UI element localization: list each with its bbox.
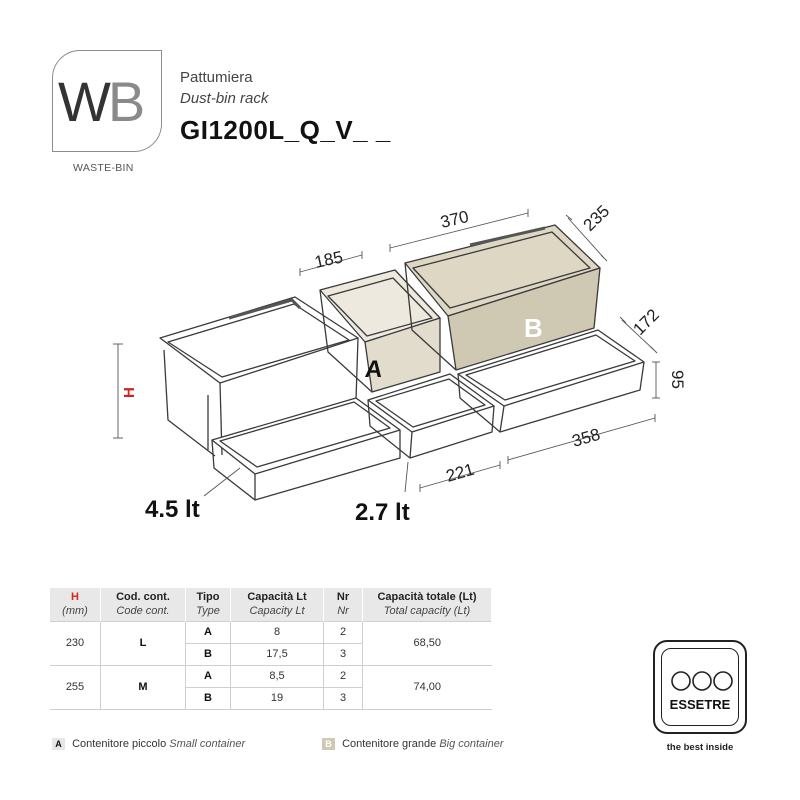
tray-right bbox=[457, 329, 645, 433]
cell-h: 230 bbox=[50, 620, 101, 666]
cell-type: B bbox=[185, 643, 231, 666]
dim-h: H bbox=[121, 387, 138, 398]
cell-nr: 3 bbox=[323, 687, 363, 710]
essetre-name: ESSETRE bbox=[669, 697, 731, 712]
dim-172: 172 bbox=[629, 305, 662, 338]
dim-358: 358 bbox=[570, 425, 603, 451]
legend-label-b-en: Big container bbox=[439, 738, 504, 750]
table-row: B 19 3 bbox=[50, 687, 492, 710]
cell-type: A bbox=[185, 665, 231, 688]
cell-capacity: 19 bbox=[230, 687, 324, 710]
cell-capacity: 8 bbox=[230, 620, 324, 644]
container-a bbox=[319, 269, 441, 393]
container-a-label: A bbox=[364, 356, 384, 383]
legend-badge-b: B bbox=[322, 738, 335, 751]
product-name-it: Pattumiera bbox=[180, 69, 253, 86]
essetre-circles-icon bbox=[671, 671, 733, 691]
cell-nr: 2 bbox=[323, 665, 363, 688]
product-code: GI1200L_Q_V_ _ bbox=[180, 115, 391, 145]
legend-label-a-en: Small container bbox=[169, 738, 246, 750]
essetre-logo: ESSETRE bbox=[653, 640, 747, 734]
container-b-label: B bbox=[524, 313, 543, 343]
table-row: 255 M A 8,5 2 74,00 bbox=[50, 665, 492, 710]
container-b-front bbox=[447, 267, 601, 371]
cell-type: B bbox=[185, 687, 231, 710]
dim-95: 95 bbox=[668, 370, 687, 389]
legend-badge-a: A bbox=[52, 738, 65, 751]
container-b bbox=[404, 224, 601, 371]
table-row: 230 L A 8 2 68,50 bbox=[50, 620, 492, 666]
cell-total: 68,50 bbox=[362, 620, 492, 666]
col-total: Capacità totale (Lt)Total capacity (Lt) bbox=[362, 588, 492, 621]
legend-container-a: A Contenitore piccolo Small container bbox=[52, 738, 246, 751]
cell-nr: 3 bbox=[323, 643, 363, 666]
volume-middle-tray: 2.7 lt bbox=[355, 499, 410, 526]
dim-221: 221 bbox=[444, 460, 477, 486]
legend-container-b: B Contenitore grande Big container bbox=[322, 738, 504, 751]
cell-capacity: 8,5 bbox=[230, 665, 324, 688]
cell-nr: 2 bbox=[323, 620, 363, 644]
product-drawing: 370 235 185 172 95 358 221 H A B 4.5 lt … bbox=[113, 201, 687, 526]
container-a-front bbox=[364, 317, 441, 393]
logo-caption: WASTE-BIN bbox=[73, 162, 134, 174]
tray-middle bbox=[367, 373, 495, 459]
col-h: H(mm) bbox=[50, 588, 101, 621]
logo-frame bbox=[52, 50, 162, 152]
volume-small-tray: 4.5 lt bbox=[145, 496, 200, 523]
dim-235: 235 bbox=[580, 201, 614, 234]
cell-capacity: 17,5 bbox=[230, 643, 324, 666]
product-name-en: Dust-bin rack bbox=[180, 90, 269, 107]
table-row: B 17,5 3 bbox=[50, 643, 492, 666]
essetre-tagline: the best inside bbox=[666, 742, 734, 753]
legend-label-b: Contenitore grande bbox=[342, 738, 437, 750]
legend-label-a: Contenitore piccolo bbox=[72, 738, 167, 750]
dim-185: 185 bbox=[313, 247, 345, 271]
essetre-logo-inner bbox=[661, 648, 739, 726]
dim-370: 370 bbox=[439, 207, 471, 232]
cell-code: L bbox=[100, 620, 186, 666]
large-bin-left bbox=[159, 296, 359, 457]
cell-code: M bbox=[100, 665, 186, 710]
cell-h: 255 bbox=[50, 665, 101, 710]
tray-front-left bbox=[211, 397, 401, 501]
cell-total: 74,00 bbox=[362, 665, 492, 710]
col-code: Cod. cont.Code cont. bbox=[100, 588, 186, 621]
cell-type: A bbox=[185, 620, 231, 644]
wb-logo: WB bbox=[58, 70, 145, 133]
